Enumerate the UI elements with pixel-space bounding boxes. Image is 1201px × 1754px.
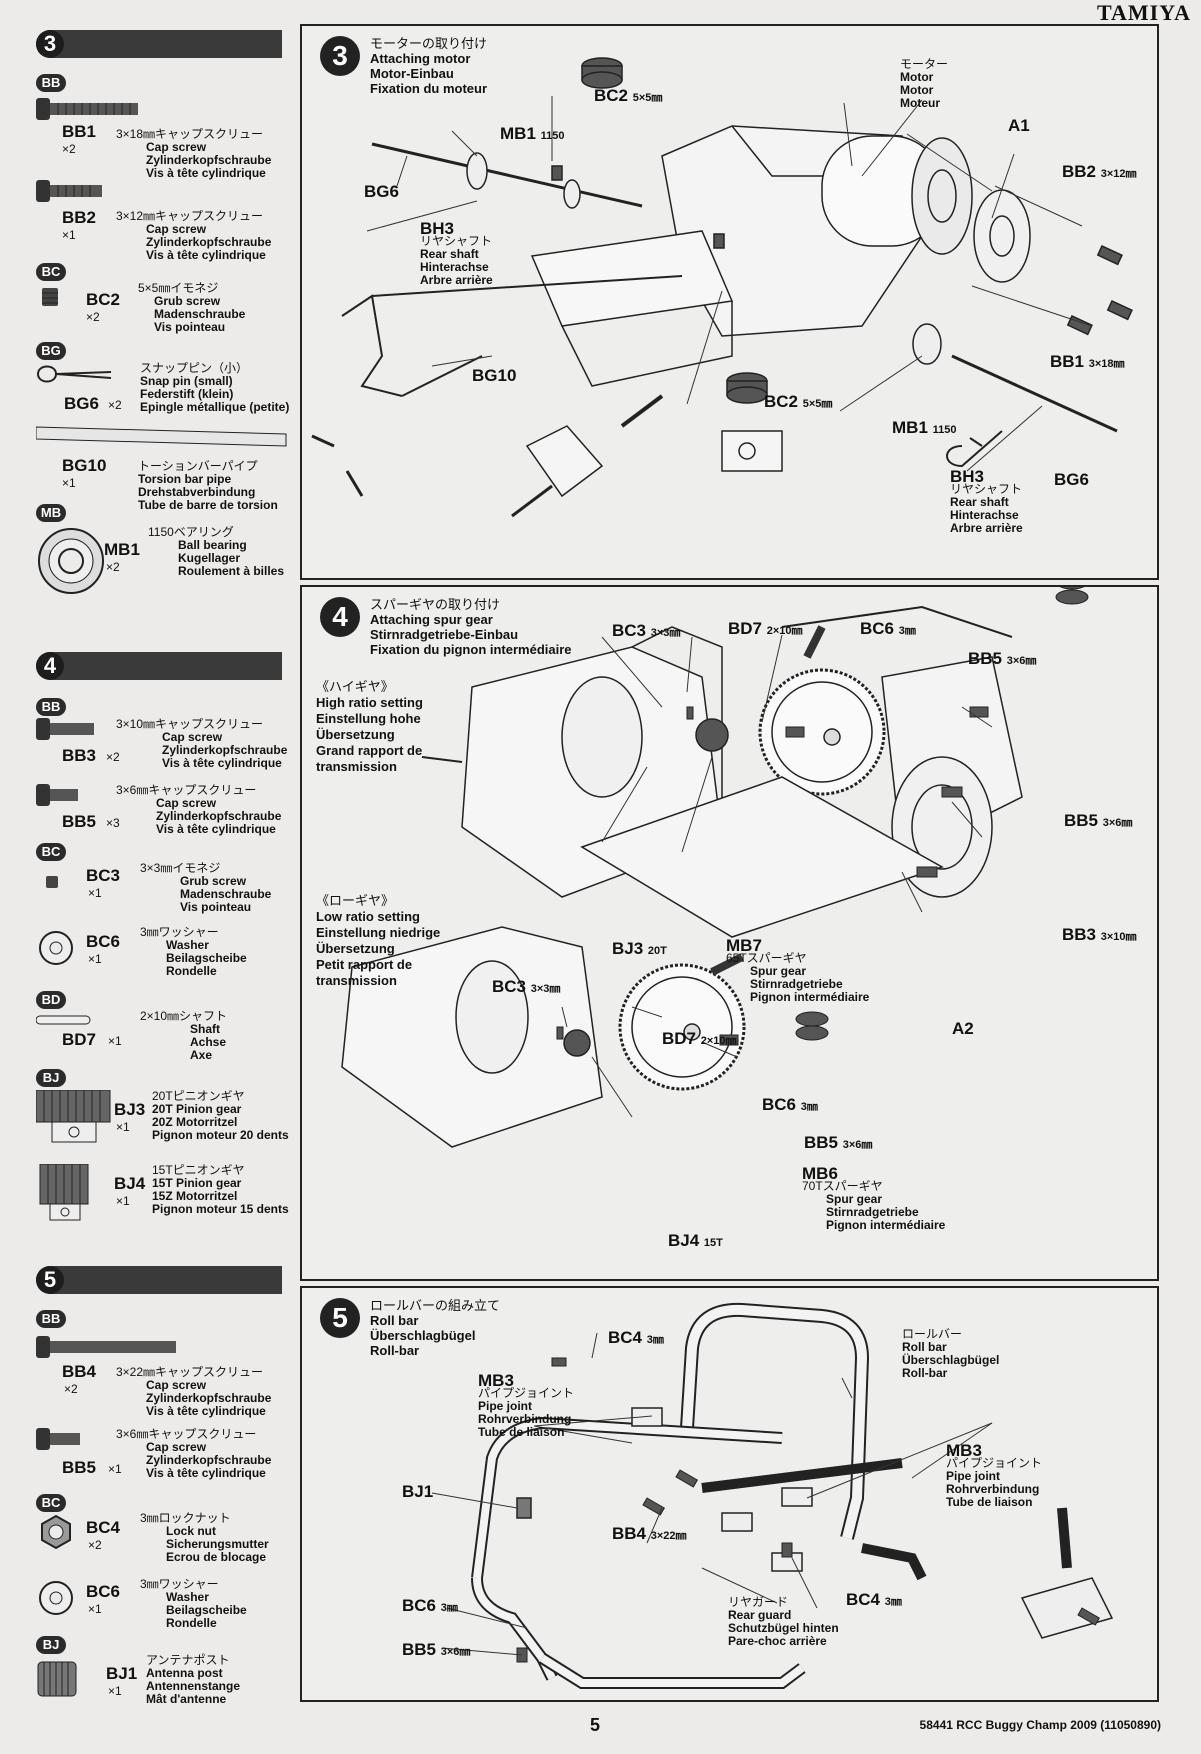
bag-bc-label: BC: [36, 1494, 66, 1512]
label-bc6: BC6 3㎜: [402, 1596, 458, 1615]
spur-gear-assembly-diagram: [341, 587, 1089, 1148]
pinion-gear-icon: [36, 1090, 111, 1143]
part-bg6: スナップピン（小）Snap pin (small)Federstift (kle…: [36, 362, 296, 422]
bag-bj-label: BJ: [36, 1636, 66, 1654]
label-bd7: BD7 2×10㎜: [662, 1029, 737, 1048]
antenna-post-icon: [37, 1661, 77, 1697]
bag-bj-label: BJ: [36, 1069, 66, 1087]
label-bb5: BB5 3×6㎜: [1064, 811, 1133, 830]
label-bb2: BB2 3×12㎜: [1062, 162, 1137, 181]
label-bb5: BB5 3×6㎜: [402, 1640, 471, 1659]
snap-pin-icon: [37, 365, 112, 383]
shaft-icon: [36, 1015, 91, 1025]
label-bj3: BJ3 20T: [612, 939, 667, 958]
bag-bb-label: BB: [36, 1310, 66, 1328]
cap-screw-icon: [36, 784, 78, 806]
label-bb1: BB1 3×18㎜: [1050, 352, 1125, 371]
bag-bb-label: BB: [36, 698, 66, 716]
ball-bearing-icon: [38, 528, 104, 594]
step-4-parts-header: 4: [36, 652, 282, 680]
label-a2: A2: [952, 1019, 974, 1038]
lock-nut-icon: [41, 1514, 71, 1550]
cap-screw-icon: [36, 1336, 176, 1358]
cap-screw-icon: [36, 718, 94, 740]
label-bg6: BG6: [1054, 470, 1089, 489]
washer-icon: [39, 1581, 73, 1615]
label-bg6: BG6: [364, 182, 399, 201]
bag-bc-label: BC: [36, 263, 66, 281]
step-5-parts-header: 5: [36, 1266, 282, 1294]
label-bb5: BB5 3×6㎜: [804, 1133, 873, 1152]
label-bg10: BG10: [472, 366, 517, 385]
torsion-bar-pipe-icon: [36, 426, 287, 447]
label-bb4: BB4 3×22㎜: [612, 1524, 687, 1543]
label-a1: A1: [1008, 116, 1030, 135]
label-bj1: BJ1: [402, 1482, 434, 1501]
washer-icon: [39, 931, 73, 965]
bag-mb-label: MB: [36, 504, 66, 522]
roll-bar-assembly-diagram: [431, 1302, 1114, 1689]
label-bc3: BC3 3×3㎜: [492, 977, 561, 996]
pinion-gear-icon: [39, 1164, 89, 1221]
label-bc2: BC2 5×5㎜: [594, 86, 663, 105]
label-bb3: BB3 3×10㎜: [1062, 925, 1137, 944]
bag-bb-label: BB: [36, 74, 66, 92]
bag-bd-label: BD: [36, 991, 66, 1009]
step-3-parts-header: 3: [36, 30, 282, 58]
grub-screw-icon: [42, 288, 58, 306]
label-bd7: BD7 2×10㎜: [728, 619, 803, 638]
label-bc4: BC4 3㎜: [846, 1590, 902, 1609]
footer-product-code: 58441 RCC Buggy Champ 2009 (11050890): [919, 1718, 1161, 1732]
label-bc2: BC2 5×5㎜: [764, 392, 833, 411]
bag-bg-label: BG: [36, 342, 66, 360]
label-bc3: BC3 3×3㎜: [612, 621, 681, 640]
label-bc4: BC4 3㎜: [608, 1328, 664, 1347]
cap-screw-icon: [36, 180, 102, 202]
grub-screw-icon: [46, 876, 58, 888]
label-bb5: BB5 3×6㎜: [968, 649, 1037, 668]
page-number: 5: [590, 1715, 601, 1735]
label-bj4: BJ4 15T: [668, 1231, 723, 1250]
bag-bc-label: BC: [36, 843, 66, 861]
cap-screw-icon: [36, 1428, 80, 1450]
label-bc6: BC6 3㎜: [762, 1095, 818, 1114]
label-mb1: MB1 1150: [500, 124, 565, 143]
label-bc6: BC6 3㎜: [860, 619, 916, 638]
motor-assembly-diagram: [311, 57, 1133, 518]
cap-screw-icon: [36, 98, 138, 120]
label-mb1: MB1 1150: [892, 418, 957, 437]
brand-logo: TAMIYA: [1096, 0, 1191, 25]
